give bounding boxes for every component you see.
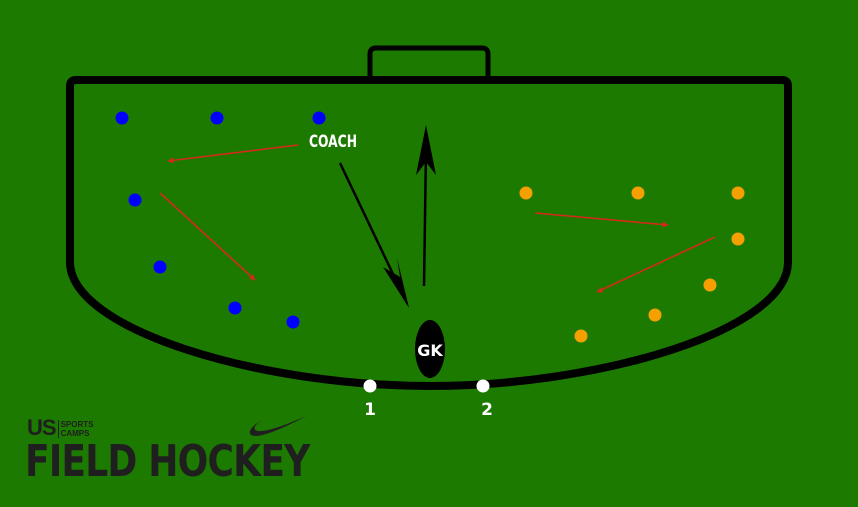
orange-player: [631, 186, 645, 200]
blue-player: [115, 111, 129, 125]
pass-arrow: [534, 212, 669, 228]
blue-player: [228, 301, 242, 315]
arrow-head: [383, 258, 409, 308]
blue-player: [128, 193, 142, 207]
blue-player: [210, 111, 224, 125]
orange-player: [703, 278, 717, 292]
blue-player: [286, 315, 300, 329]
orange-player: [519, 186, 533, 200]
cone-2-label: 2: [481, 400, 493, 420]
goalkeeper-label: GK: [417, 341, 443, 360]
pass-arrow: [596, 236, 716, 293]
brand-us: US: [27, 415, 57, 440]
cone-2: [476, 379, 490, 393]
arrow-head: [416, 125, 436, 175]
brand-camps: CAMPS: [60, 429, 90, 438]
blue-player: [312, 111, 326, 125]
brand-sports: SPORTS: [60, 420, 94, 429]
goal: [367, 45, 491, 80]
shooting-circle: [66, 76, 792, 390]
cone-1: [363, 379, 377, 393]
orange-player: [731, 186, 745, 200]
blue-player: [153, 260, 167, 274]
shot-line: [422, 149, 428, 287]
goalkeeper: [415, 320, 445, 378]
cone-1-label: 1: [364, 400, 376, 420]
orange-player: [648, 308, 662, 322]
coach-label: COACH: [309, 132, 357, 152]
orange-player: [731, 232, 745, 246]
orange-player: [574, 329, 588, 343]
pass-arrow: [159, 192, 256, 281]
swoosh-logo: [249, 416, 306, 436]
page-title: FIELD HOCKEY: [25, 436, 310, 487]
pass-arrow: [167, 144, 299, 164]
